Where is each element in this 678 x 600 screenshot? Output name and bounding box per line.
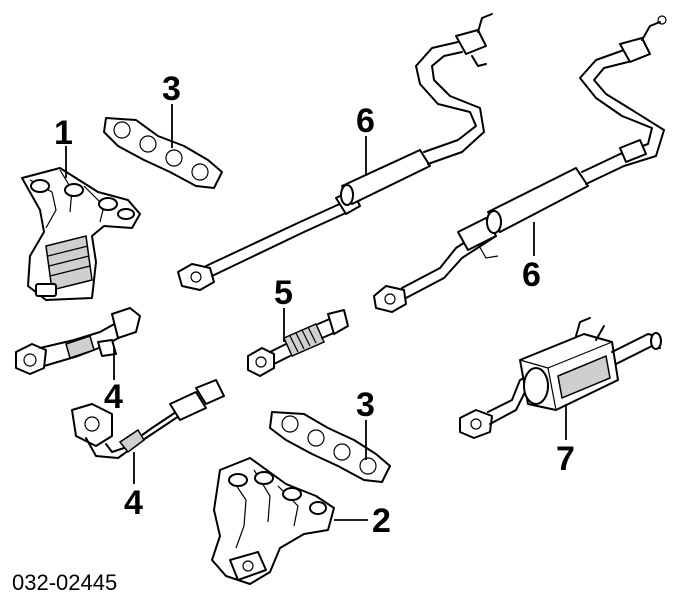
front-exhaust-pipe-lower [71,379,225,459]
rear-muffler [459,317,662,439]
exhaust-manifold [211,457,335,585]
exhaust-manifold-with-converter [21,167,141,301]
callout-6-right: 6 [522,256,541,294]
exhaust-pipe-resonator-right [373,15,667,313]
callout-1: 1 [54,114,73,152]
callout-6-left: 6 [356,102,375,140]
callout-4-lower: 4 [124,484,143,522]
manifold-gasket-top [103,117,223,189]
diagram-reference-code: 032-02445 [12,570,117,595]
front-exhaust-pipe-upper [15,307,141,375]
callout-3-bottom: 3 [356,386,375,424]
callout-5: 5 [274,274,293,312]
callout-7: 7 [556,440,575,478]
callout-4-upper: 4 [104,378,123,416]
flexible-front-pipe [247,309,349,377]
callout-2: 2 [372,502,391,540]
exhaust-pipe-resonator-left [177,13,493,291]
manifold-gasket-bottom [269,411,391,483]
callout-3-top: 3 [162,70,181,108]
